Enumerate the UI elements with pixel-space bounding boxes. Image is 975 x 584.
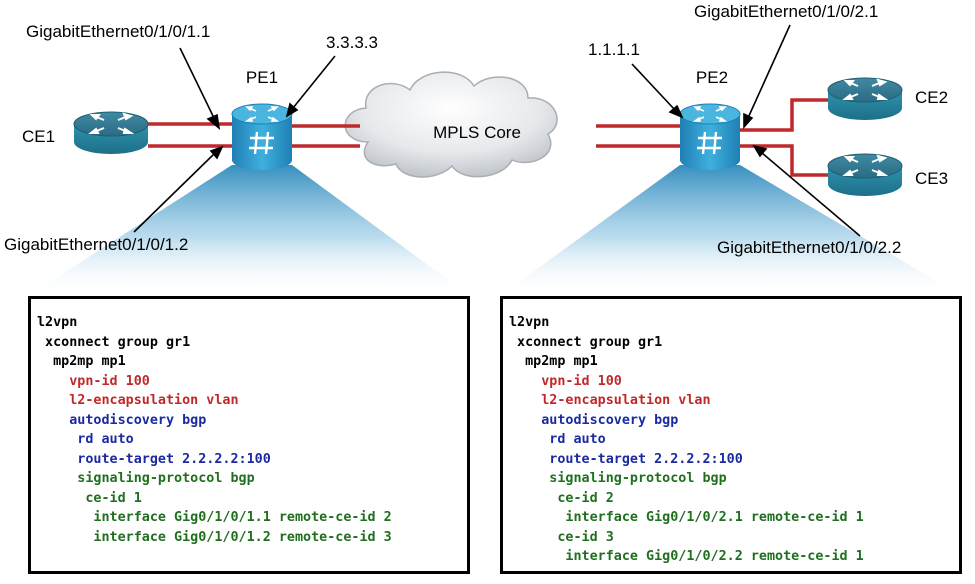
pe1-config-box: l2vpn xconnect group gr1 mp2mp mp1 vpn-i…: [28, 296, 470, 574]
ce3-label: CE3: [915, 169, 948, 188]
config-line: signaling-protocol bgp: [37, 471, 255, 486]
pe1-interface-2-label: GigabitEthernet0/1/0/1.2: [4, 235, 188, 254]
pe2-loopback-label: 1.1.1.1: [588, 40, 640, 59]
pe1-loopback-label: 3.3.3.3: [326, 33, 378, 52]
config-line: route-target 2.2.2.2:100: [37, 451, 271, 467]
arrow-pe1-if2: [133, 145, 224, 233]
link-pe2-ce3: [738, 144, 828, 177]
ce1-label: CE1: [22, 127, 55, 146]
config-line: vpn-id 100: [509, 373, 622, 389]
config-line: mp2mp mp1: [509, 354, 598, 369]
config-line: autodiscovery bgp: [37, 412, 207, 428]
pe1-beam: [28, 165, 470, 296]
arrow-pe2-loopback: [631, 63, 684, 119]
ce3-router-icon: [827, 153, 903, 196]
pe2-config-listing: l2vpn xconnect group gr1 mp2mp mp1 vpn-i…: [503, 299, 959, 567]
config-line: interface Gig0/1/0/1.1 remote-ce-id 2: [37, 510, 392, 525]
mpls-core-label: MPLS Core: [433, 123, 521, 142]
link-pe2-ce2: [738, 98, 828, 132]
config-line: xconnect group gr1: [37, 334, 191, 350]
pe2-interface-2-label: GigabitEthernet0/1/0/2.2: [717, 238, 901, 257]
callout-arrows: [133, 24, 861, 237]
ce2-router-icon: [827, 77, 903, 120]
config-line: rd auto: [37, 432, 134, 447]
arrow-pe1-loopback: [285, 55, 336, 118]
config-line: interface Gig0/1/0/2.1 remote-ce-id 1: [509, 510, 864, 525]
config-line: signaling-protocol bgp: [509, 471, 727, 486]
config-line: l2vpn: [37, 315, 78, 330]
config-line: mp2mp mp1: [37, 354, 126, 369]
config-line: interface Gig0/1/0/2.2 remote-ce-id 1: [509, 549, 864, 564]
config-line: l2vpn: [509, 315, 550, 330]
config-line: rd auto: [509, 432, 606, 447]
config-line: vpn-id 100: [37, 373, 150, 389]
pe2-multilayer-switch-icon: [679, 103, 741, 170]
arrow-pe2-if2: [752, 144, 861, 237]
pe2-label: PE2: [696, 68, 728, 87]
config-line: ce-id 2: [509, 490, 614, 506]
ce2-label: CE2: [915, 88, 948, 107]
pe1-config-listing: l2vpn xconnect group gr1 mp2mp mp1 vpn-i…: [31, 299, 467, 547]
config-line: ce-id 3: [509, 529, 614, 545]
pe2-interface-1-label: GigabitEthernet0/1/0/2.1: [694, 2, 878, 21]
ce1-router-icon: [73, 111, 149, 154]
config-line: interface Gig0/1/0/1.2 remote-ce-id 3: [37, 529, 392, 545]
pe2-beam: [500, 165, 962, 296]
arrow-pe2-if1: [743, 24, 791, 130]
pe1-interface-1-label: GigabitEthernet0/1/0/1.1: [26, 22, 210, 41]
config-line: ce-id 1: [37, 490, 142, 506]
links: [148, 98, 828, 177]
config-line: xconnect group gr1: [509, 334, 663, 350]
pe1-label: PE1: [246, 68, 278, 87]
arrow-pe1-if1: [179, 47, 221, 130]
config-line: l2-encapsulation vlan: [37, 393, 239, 408]
pe2-config-box: l2vpn xconnect group gr1 mp2mp mp1 vpn-i…: [500, 296, 962, 574]
config-line: autodiscovery bgp: [509, 412, 679, 428]
config-line: route-target 2.2.2.2:100: [509, 451, 743, 467]
config-line: l2-encapsulation vlan: [509, 393, 711, 408]
pe1-multilayer-switch-icon: [231, 103, 293, 170]
cloud-icon: [344, 71, 558, 178]
